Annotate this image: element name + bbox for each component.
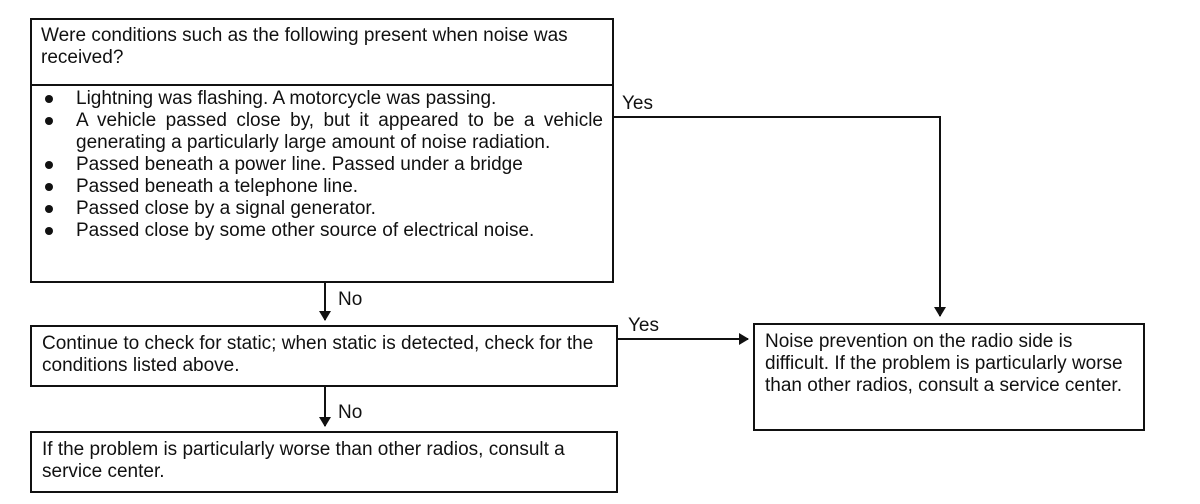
condition-text: Passed close by some other source of ele…: [76, 220, 535, 241]
condition-text: Passed beneath a power line. Passed unde…: [76, 154, 523, 175]
bullet-icon: [45, 117, 53, 125]
condition-text: Passed close by a signal generator.: [76, 198, 376, 219]
yes-label-check: Yes: [628, 315, 659, 336]
bullet-icon: [45, 161, 53, 169]
yes-arrow-question-to-noise: [614, 116, 946, 317]
condition-item: Passed close by a signal generator.: [41, 198, 603, 220]
bullet-icon: [45, 205, 53, 213]
bullet-icon: [45, 227, 53, 235]
continue-check-box: Continue to check for static; when stati…: [30, 325, 618, 387]
consult-service-box: If the problem is particularly worse tha…: [30, 431, 618, 493]
condition-item: Passed beneath a telephone line.: [41, 176, 603, 198]
question-heading: Were conditions such as the following pr…: [32, 20, 612, 86]
bullet-icon: [45, 95, 53, 103]
condition-item: Passed beneath a power line. Passed unde…: [41, 154, 603, 176]
no-label-check: No: [338, 402, 363, 423]
yes-label-question: Yes: [622, 93, 653, 114]
condition-item: Lightning was flashing. A motorcycle was…: [41, 88, 603, 110]
question-box: Were conditions such as the following pr…: [30, 18, 614, 283]
condition-item: Passed close by some other source of ele…: [41, 220, 603, 242]
condition-text: Passed beneath a telephone line.: [76, 176, 359, 197]
noise-prevention-box: Noise prevention on the radio side is di…: [753, 323, 1145, 431]
no-label-question: No: [338, 289, 363, 310]
condition-text: A vehicle passed close by, but it appear…: [76, 110, 603, 153]
condition-item: A vehicle passed close by, but it appear…: [41, 110, 603, 154]
condition-list: Lightning was flashing. A motorcycle was…: [32, 86, 612, 242]
condition-text: Lightning was flashing. A motorcycle was…: [76, 88, 497, 109]
bullet-icon: [45, 183, 53, 191]
